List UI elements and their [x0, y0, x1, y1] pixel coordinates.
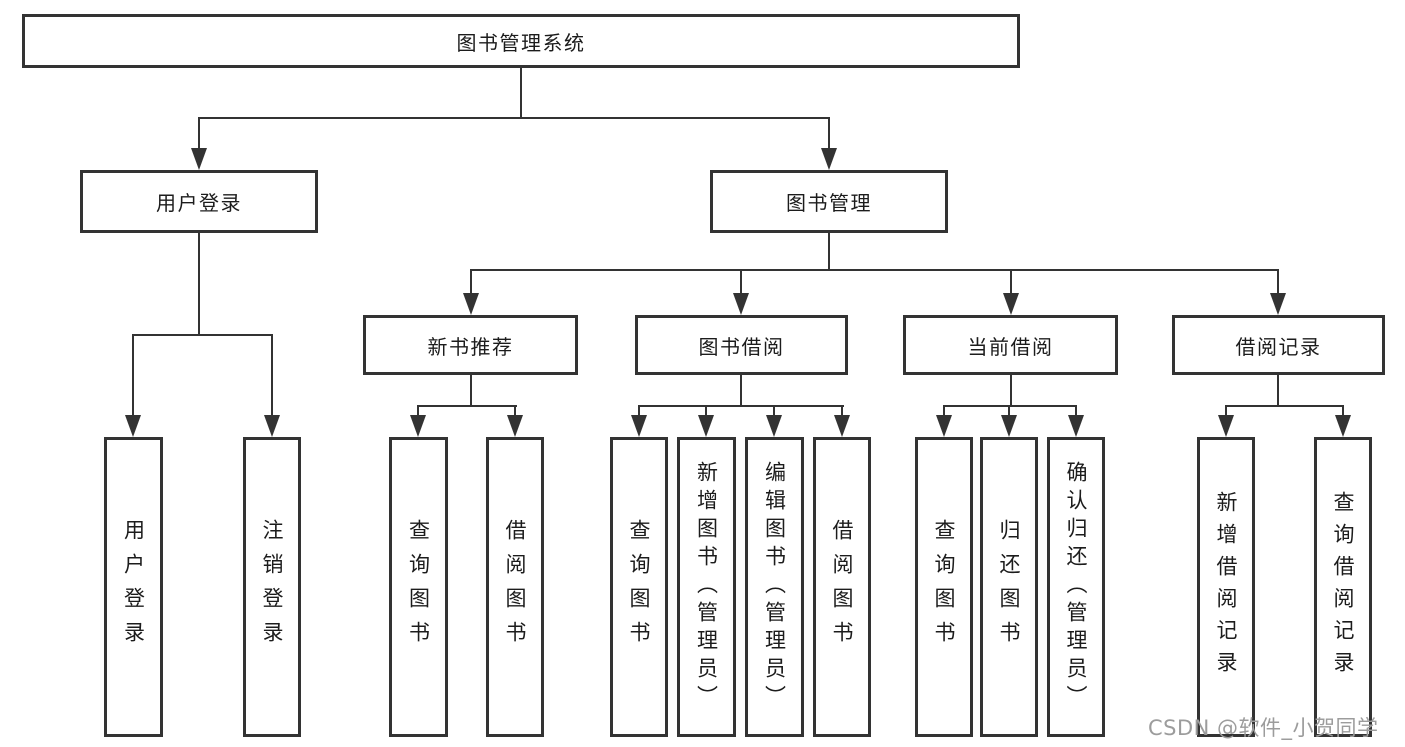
connector-leaf10-drop [1075, 405, 1077, 419]
node-leaf-borrow-books-2-label: 借阅图书 [830, 519, 854, 655]
connector-borrow-records-bar [1225, 405, 1344, 407]
node-leaf-confirm-return-admin: 确认归还（管理员） [1047, 437, 1105, 737]
node-leaf-user-login-label: 用户登录 [121, 519, 146, 655]
node-leaf-return-book: 归还图书 [980, 437, 1038, 737]
connector-leaf2-drop [417, 405, 419, 419]
node-leaf-query-books-2: 查询图书 [610, 437, 668, 737]
arrowhead-user-login [191, 148, 207, 170]
node-leaf-return-book-label: 归还图书 [997, 519, 1021, 655]
node-root: 图书管理系统 [22, 14, 1020, 68]
arrowhead-leaf-confirm-return [1068, 415, 1084, 437]
connector-leaf1-drop [271, 334, 273, 419]
node-leaf-add-borrow-record-label: 新增借阅记录 [1214, 491, 1238, 683]
node-book-borrowing: 图书借阅 [635, 315, 848, 375]
connector-leaf5-drop [705, 405, 707, 419]
connector-leaf4-drop [638, 405, 640, 419]
node-leaf-query-borrow-record-label: 查询借阅记录 [1331, 491, 1355, 683]
node-leaf-edit-book-admin-label: 编辑图书（管理员） [762, 461, 787, 713]
node-new-book-recommend-label: 新书推荐 [427, 334, 514, 359]
connector-leaf7-drop [841, 405, 843, 419]
node-leaf-edit-book-admin: 编辑图书（管理员） [745, 437, 804, 737]
connector-book-borrow-bar [638, 405, 844, 407]
connector-leaf11-drop [1225, 405, 1227, 419]
arrowhead-leaf-borrow-books-2 [834, 415, 850, 437]
node-leaf-query-books-1: 查询图书 [389, 437, 448, 737]
node-borrowing-records-label: 借阅记录 [1235, 334, 1322, 359]
connector-user-login-bar [132, 334, 273, 336]
node-current-borrowing: 当前借阅 [903, 315, 1118, 375]
connector-new-book-drop [470, 269, 472, 297]
arrowhead-current-borrowing [1003, 293, 1019, 315]
connector-leaf3-drop [514, 405, 516, 419]
arrowhead-leaf-logout [264, 415, 280, 437]
arrowhead-new-book-recommend [463, 293, 479, 315]
node-leaf-confirm-return-admin-label: 确认归还（管理员） [1064, 461, 1088, 713]
arrowhead-leaf-query-books-1 [410, 415, 426, 437]
connector-user-login-stem [198, 233, 200, 335]
node-leaf-query-books-3-label: 查询图书 [932, 519, 956, 655]
connector-current-borrow-bar [943, 405, 1077, 407]
node-leaf-logout-label: 注销登录 [260, 519, 284, 655]
connector-level3-bar [470, 269, 1279, 271]
node-leaf-query-borrow-record: 查询借阅记录 [1314, 437, 1372, 737]
arrowhead-leaf-add-book [698, 415, 714, 437]
watermark: CSDN @软件_小贺同学 [1148, 716, 1379, 740]
connector-leaf8-drop [943, 405, 945, 419]
node-leaf-borrow-books-1: 借阅图书 [486, 437, 544, 737]
arrowhead-leaf-borrow-books-1 [507, 415, 523, 437]
arrowhead-leaf-add-borrow-record [1218, 415, 1234, 437]
node-leaf-add-borrow-record: 新增借阅记录 [1197, 437, 1255, 737]
node-leaf-logout: 注销登录 [243, 437, 301, 737]
connector-book-mgmt-stem [828, 233, 830, 270]
arrowhead-book-mgmt [821, 148, 837, 170]
connector-current-borrow-drop [1010, 269, 1012, 297]
connector-borrow-records-drop [1277, 269, 1279, 297]
arrowhead-book-borrowing [733, 293, 749, 315]
node-leaf-query-books-1-label: 查询图书 [406, 519, 431, 655]
node-new-book-recommend: 新书推荐 [363, 315, 578, 375]
arrowhead-leaf-user-login [125, 415, 141, 437]
node-book-borrowing-label: 图书借阅 [698, 334, 785, 359]
connector-current-borrow-stem [1010, 375, 1012, 406]
node-current-borrowing-label: 当前借阅 [967, 334, 1054, 359]
node-leaf-add-book-admin: 新增图书（管理员） [677, 437, 736, 737]
connector-root-stem [520, 68, 522, 118]
connector-book-borrow-drop [740, 269, 742, 297]
connector-leaf9-drop [1008, 405, 1010, 419]
arrowhead-leaf-query-books-2 [631, 415, 647, 437]
node-leaf-query-books-2-label: 查询图书 [627, 519, 651, 655]
connector-leaf6-drop [773, 405, 775, 419]
node-book-management: 图书管理 [710, 170, 948, 233]
node-user-login-label: 用户登录 [156, 191, 242, 215]
node-root-label: 图书管理系统 [456, 30, 586, 55]
node-borrowing-records: 借阅记录 [1172, 315, 1385, 375]
arrowhead-leaf-return-book [1001, 415, 1017, 437]
connector-book-mgmt-drop [828, 117, 830, 152]
arrowhead-borrowing-records [1270, 293, 1286, 315]
node-leaf-query-books-3: 查询图书 [915, 437, 973, 737]
node-user-login: 用户登录 [80, 170, 318, 233]
node-book-management-label: 图书管理 [786, 191, 872, 215]
connector-level2-bar [198, 117, 830, 119]
connector-leaf12-drop [1342, 405, 1344, 419]
connector-borrow-records-stem [1277, 375, 1279, 406]
connector-book-borrow-stem [740, 375, 742, 406]
connector-new-book-bar [417, 405, 517, 407]
connector-new-book-stem [470, 375, 472, 406]
arrowhead-leaf-edit-book [766, 415, 782, 437]
arrowhead-leaf-query-books-3 [936, 415, 952, 437]
node-leaf-borrow-books-2: 借阅图书 [813, 437, 871, 737]
connector-leaf0-drop [132, 334, 134, 419]
arrowhead-leaf-query-borrow-record [1335, 415, 1351, 437]
node-leaf-user-login: 用户登录 [104, 437, 163, 737]
connector-user-login-drop [198, 117, 200, 152]
node-leaf-borrow-books-1-label: 借阅图书 [503, 519, 527, 655]
node-leaf-add-book-admin-label: 新增图书（管理员） [694, 461, 719, 713]
